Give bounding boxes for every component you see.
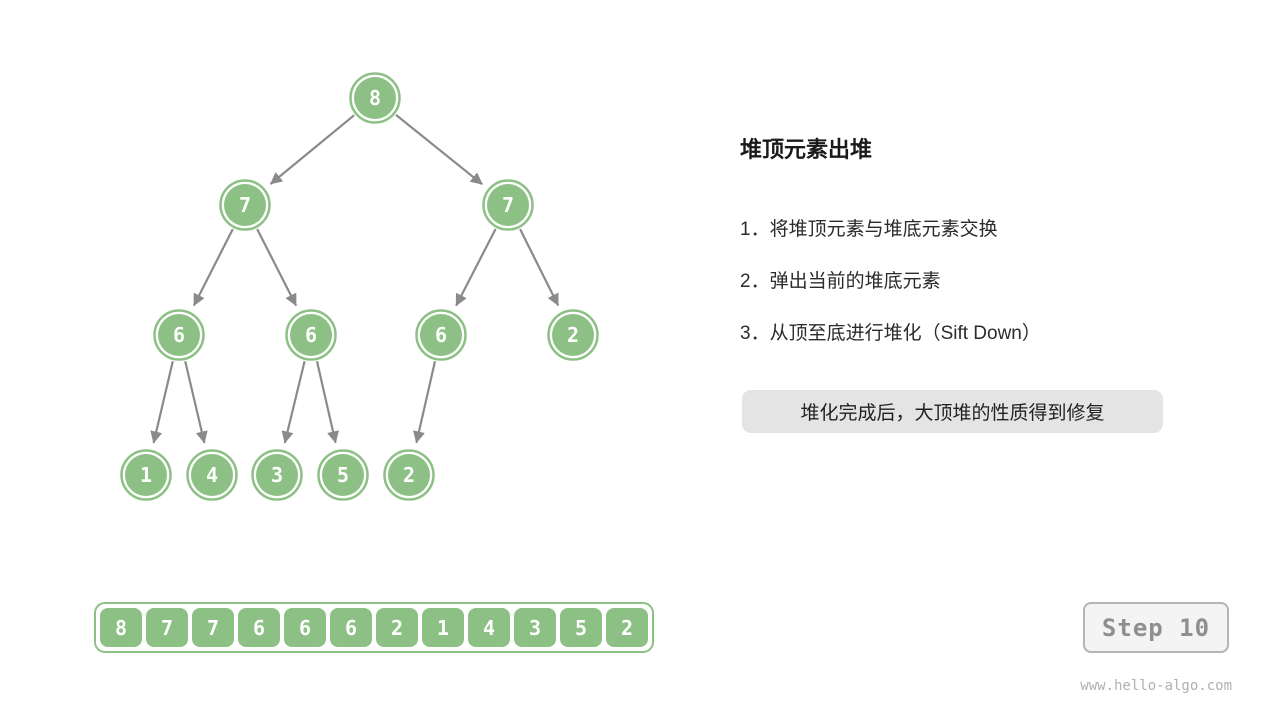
tree-node: 5 [317, 449, 369, 501]
tree-node-value: 4 [206, 463, 218, 487]
tree-node: 6 [285, 309, 337, 361]
tree-edge [455, 228, 497, 307]
tree-node: 3 [251, 449, 303, 501]
tree-edge [519, 228, 560, 307]
array-cell: 5 [560, 608, 602, 647]
tree-node: 8 [349, 72, 401, 124]
array-cell: 7 [146, 608, 188, 647]
array-cell: 6 [330, 608, 372, 647]
tree-node-value: 2 [567, 323, 579, 347]
steps-list: 1．将堆顶元素与堆底元素交换 2．弹出当前的堆底元素 3．从顶至底进行堆化（Sift… [740, 201, 1041, 357]
tree-node-value: 6 [173, 323, 185, 347]
panel-title: 堆顶元素出堆 [740, 137, 873, 162]
array-cell: 8 [100, 608, 142, 647]
tree-node-value: 8 [369, 86, 381, 110]
tree-node: 2 [547, 309, 599, 361]
tree-node: 6 [415, 309, 467, 361]
tree-node-value: 3 [271, 463, 283, 487]
tree-node: 6 [153, 309, 205, 361]
step-item: 2．弹出当前的堆底元素 [740, 270, 941, 292]
tree-node-value: 6 [305, 323, 317, 347]
tree-node-value: 2 [403, 463, 415, 487]
array-cell: 7 [192, 608, 234, 647]
tree-edge [315, 361, 339, 444]
tree-node: 1 [120, 449, 172, 501]
step-item: 1．将堆顶元素与堆底元素交换 [740, 218, 998, 240]
array-cell: 6 [238, 608, 280, 647]
array-cell: 4 [468, 608, 510, 647]
tree-edge [413, 361, 437, 444]
tree-node-value: 5 [337, 463, 349, 487]
watermark: www.hello-algo.com [1080, 678, 1232, 694]
tree-node: 7 [482, 179, 534, 231]
tree-edge [150, 361, 174, 444]
tree-node: 4 [186, 449, 238, 501]
array-cell: 1 [422, 608, 464, 647]
tree-node: 7 [219, 179, 271, 231]
step-indicator: Step 10 [1083, 602, 1229, 653]
tree-node-value: 1 [140, 463, 152, 487]
step-item: 3．从顶至底进行堆化（Sift Down） [740, 322, 1041, 344]
callout-note: 堆化完成后，大顶堆的性质得到修复 [742, 390, 1163, 433]
tree-node-value: 6 [435, 323, 447, 347]
tree-edge [192, 228, 234, 307]
tree-edge [281, 360, 306, 444]
array-cell: 2 [606, 608, 648, 647]
array-cell: 6 [284, 608, 326, 647]
tree-edge [269, 114, 355, 185]
array-cell: 2 [376, 608, 418, 647]
tree-node-value: 7 [502, 193, 514, 217]
heap-tree: 8 7 7 6 6 6 2 1 4 3 5 2 [120, 72, 599, 501]
tree-edge [256, 228, 298, 307]
array-cell: 3 [514, 608, 556, 647]
tree-node-value: 7 [239, 193, 251, 217]
tree-edge [184, 361, 208, 444]
tree-node: 2 [383, 449, 435, 501]
tree-edge [395, 114, 483, 186]
